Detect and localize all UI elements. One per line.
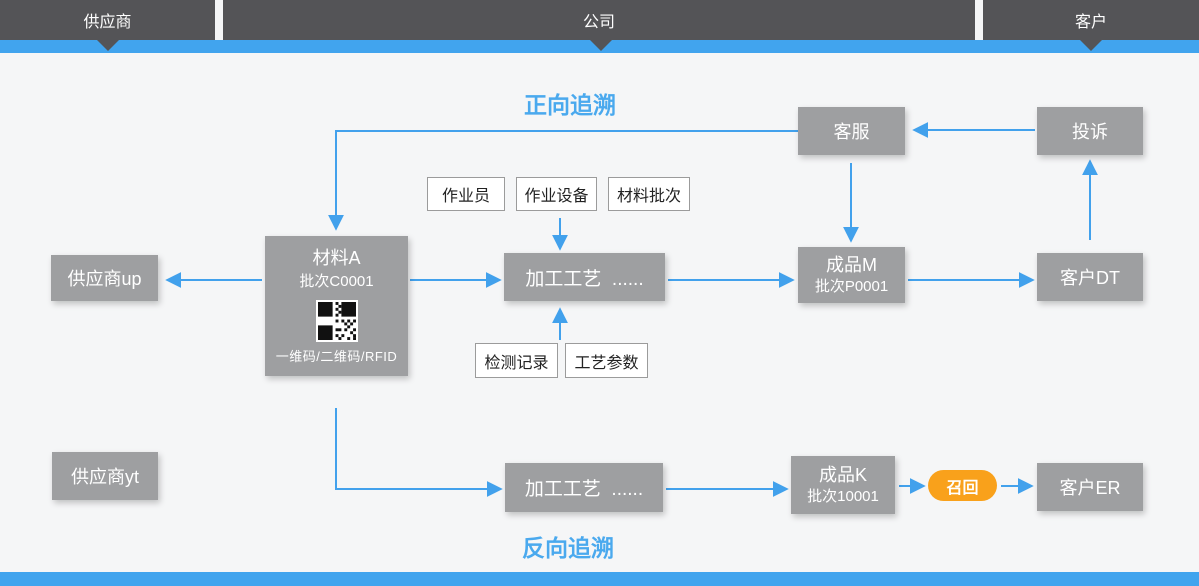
pointer-triangle-customer bbox=[1080, 40, 1102, 51]
lane-header-company: 公司 bbox=[223, 0, 975, 40]
node-product-k: 成品K 批次10001 bbox=[791, 456, 895, 514]
node-product-m-title: 成品M bbox=[826, 254, 877, 275]
node-customer-service-label: 客服 bbox=[833, 122, 870, 142]
node-customer-dt-label: 客户DT bbox=[1060, 268, 1120, 288]
tag-equipment: 作业设备 bbox=[516, 177, 597, 211]
node-material-a: 材料A 批次C0001 bbox=[265, 236, 408, 376]
node-customer-er: 客户ER bbox=[1037, 463, 1143, 511]
backward-trace-title: 反向追溯 bbox=[522, 535, 614, 561]
node-process-bottom-label: 加工工艺 ...... bbox=[524, 479, 644, 500]
tag-equipment-label: 作业设备 bbox=[524, 188, 589, 205]
node-product-k-title: 成品K bbox=[818, 464, 867, 485]
tag-material-batch: 材料批次 bbox=[608, 177, 690, 211]
tag-material-batch-label: 材料批次 bbox=[616, 188, 681, 205]
node-supplier-up-label: 供应商up bbox=[67, 269, 142, 289]
lane-header-customer-label: 客户 bbox=[1074, 14, 1107, 31]
tag-process-params-label: 工艺参数 bbox=[574, 354, 639, 372]
node-supplier-yt: 供应商yt bbox=[52, 452, 158, 500]
node-customer-er-label: 客户ER bbox=[1059, 478, 1121, 498]
node-material-a-title: 材料A bbox=[312, 248, 361, 268]
pointer-triangle-company bbox=[590, 40, 612, 51]
node-complaint-label: 投诉 bbox=[1072, 122, 1108, 142]
tag-inspection-record: 检测记录 bbox=[475, 343, 558, 378]
recall-badge-label: 召回 bbox=[946, 479, 979, 497]
lane-header-company-label: 公司 bbox=[582, 14, 615, 31]
recall-badge: 召回 bbox=[928, 470, 997, 501]
node-process-top: 加工工艺 ...... bbox=[504, 253, 665, 301]
forward-trace-title: 正向追溯 bbox=[524, 92, 616, 118]
tag-process-params: 工艺参数 bbox=[565, 343, 648, 378]
qr-code bbox=[315, 299, 358, 342]
node-process-top-label: 加工工艺 ...... bbox=[525, 268, 644, 290]
tag-operator-label: 作业员 bbox=[441, 188, 490, 205]
node-product-k-batch: 批次10001 bbox=[807, 488, 879, 506]
node-complaint: 投诉 bbox=[1037, 107, 1143, 155]
node-supplier-yt-label: 供应商yt bbox=[70, 467, 139, 487]
lane-header-customer: 客户 bbox=[983, 0, 1199, 40]
node-supplier-up: 供应商up bbox=[51, 255, 158, 301]
arrow-kefu-to-material bbox=[328, 130, 798, 231]
node-process-bottom: 加工工艺 ...... bbox=[505, 463, 663, 512]
lane-header-supplier: 供应商 bbox=[0, 0, 215, 40]
tag-operator: 作业员 bbox=[427, 177, 505, 211]
arrow-material-to-process-bottom bbox=[335, 408, 503, 497]
node-customer-dt: 客户DT bbox=[1037, 253, 1143, 301]
node-customer-service: 客服 bbox=[798, 107, 905, 155]
tag-inspection-record-label: 检测记录 bbox=[484, 354, 549, 372]
node-material-a-caption: 一维码/二维码/RFID bbox=[275, 348, 398, 364]
pointer-triangle-supplier bbox=[97, 40, 119, 51]
bottom-accent-strip bbox=[0, 572, 1199, 586]
lane-header-supplier-label: 供应商 bbox=[83, 14, 132, 31]
node-material-a-batch: 批次C0001 bbox=[299, 273, 374, 291]
node-product-m: 成品M 批次P0001 bbox=[798, 247, 905, 303]
node-product-m-batch: 批次P0001 bbox=[814, 278, 889, 296]
